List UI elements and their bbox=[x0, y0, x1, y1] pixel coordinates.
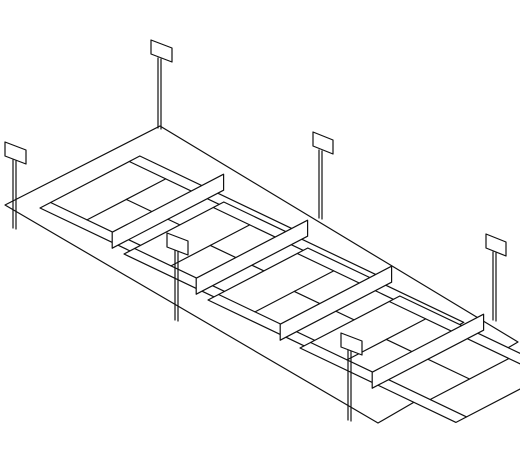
light-pole-front-left bbox=[4, 141, 27, 230]
net bbox=[279, 265, 393, 341]
courts-group bbox=[39, 155, 520, 423]
tennis-court-4 bbox=[299, 295, 520, 423]
light-pole-back-mid bbox=[312, 131, 334, 220]
light-pole-front-mid bbox=[166, 232, 189, 322]
light-pole-front-right bbox=[340, 332, 363, 422]
net bbox=[371, 313, 485, 389]
light-pole-back-right bbox=[485, 233, 507, 322]
light-pole-back-left bbox=[150, 39, 173, 130]
net bbox=[111, 173, 225, 249]
net bbox=[195, 219, 309, 295]
